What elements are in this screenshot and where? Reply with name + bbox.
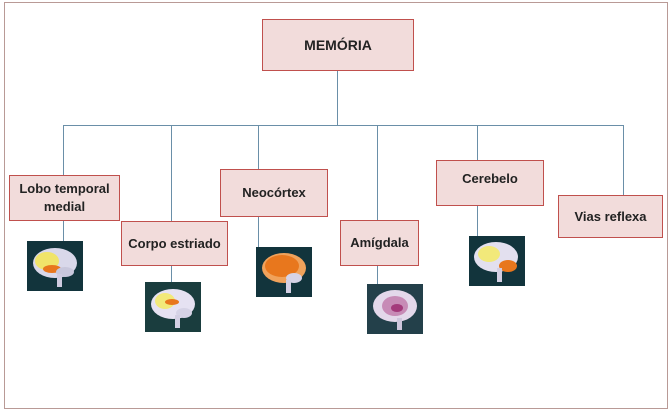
node-label: Lobo temporal medial	[19, 181, 110, 214]
connector-horizontal-bus	[63, 125, 624, 126]
connector-cerebelo-image	[477, 206, 478, 236]
connector-amigdala	[377, 125, 378, 220]
connector-corpo-image	[171, 266, 172, 282]
node-label: Vias reflexa	[574, 208, 647, 224]
brain-temporal-lobe-image	[27, 241, 83, 291]
connector-corpo	[171, 125, 172, 225]
connector-root-stem	[337, 71, 338, 126]
node-label: Neocórtex	[242, 185, 306, 200]
connector-lobo-image	[63, 221, 64, 241]
connector-vias	[623, 125, 624, 195]
connector-neocortex-image	[258, 217, 259, 247]
node-lobo-temporal-medial: Lobo temporal medial	[9, 175, 120, 221]
brain-amygdala-image	[367, 284, 423, 334]
node-vias-reflexa: Vias reflexa	[558, 195, 663, 238]
connector-amigdala-image	[377, 266, 378, 284]
root-node-label: MEMÓRIA	[304, 37, 372, 53]
brain-neocortex-image	[256, 247, 312, 297]
node-label: Cerebelo	[462, 171, 518, 186]
connector-neocortex	[258, 125, 259, 170]
connector-cerebelo	[477, 125, 478, 160]
node-neocortex: Neocórtex	[220, 169, 328, 217]
brain-striatum-image	[145, 282, 201, 332]
node-corpo-estriado: Corpo estriado	[121, 221, 228, 266]
connector-lobo	[63, 125, 64, 175]
node-label: Corpo estriado	[128, 235, 221, 251]
node-label: Amígdala	[350, 235, 409, 250]
node-amigdala: Amígdala	[340, 220, 419, 266]
node-cerebelo: Cerebelo	[436, 160, 544, 206]
root-node: MEMÓRIA	[262, 19, 414, 71]
brain-cerebellum-image	[469, 236, 525, 286]
